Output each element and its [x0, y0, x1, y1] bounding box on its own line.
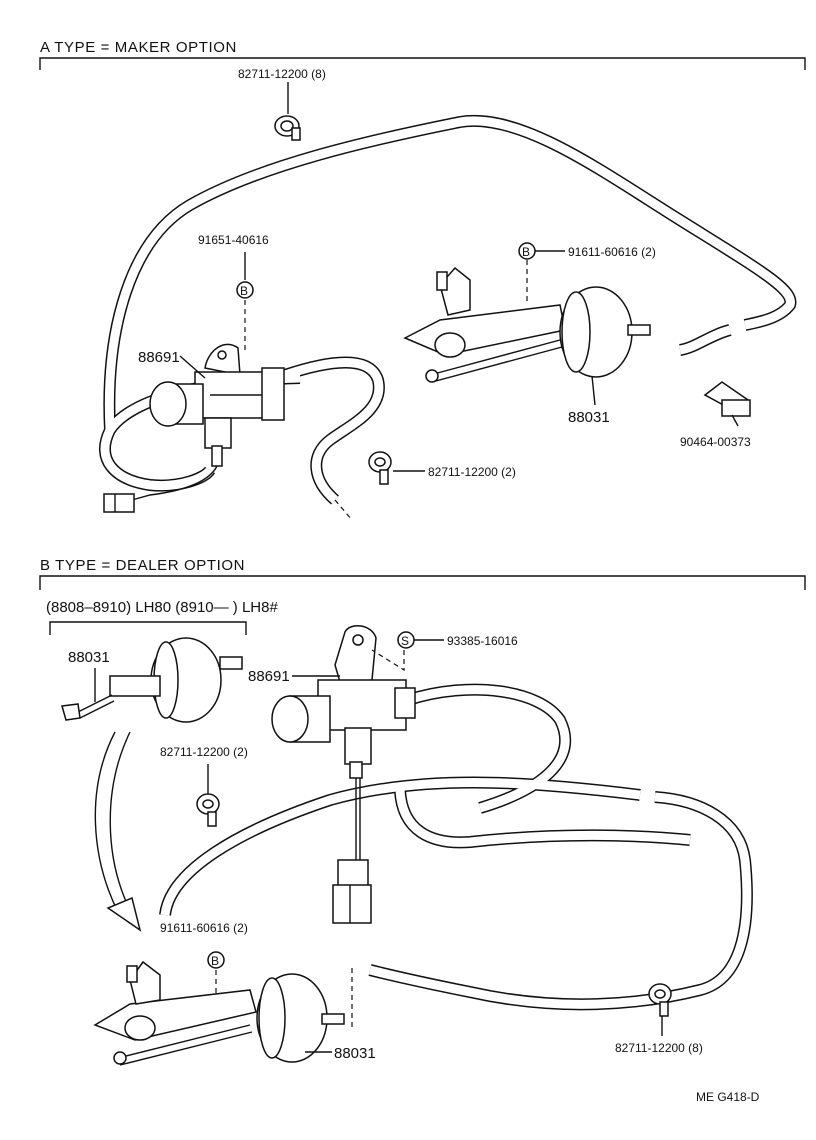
applicability-bracket	[49, 621, 247, 635]
part-number-clamp-lower: 82711-12200 (8)	[615, 1041, 703, 1055]
screw-marker-letter: S	[401, 634, 409, 648]
section-b-bracket	[39, 575, 806, 590]
part-number-bolt-right: 91611-60616 (2)	[568, 245, 656, 259]
bolt-marker-icon	[207, 951, 225, 969]
vsv-valve-icon	[103, 343, 285, 513]
part-number-hose-joint: 90464-00373	[680, 435, 751, 449]
vsv-valve-icon	[271, 625, 416, 924]
bolt-marker-letter: B	[211, 954, 219, 968]
part-number-screw: 93385-16016	[447, 634, 518, 648]
arrow-down-icon	[94, 731, 142, 932]
part-number-vsv-b: 88691	[248, 668, 290, 685]
part-number-clamp-mid: 82711-12200 (2)	[428, 465, 516, 479]
hose-joint-icon	[703, 381, 751, 427]
clamp-icon	[196, 793, 220, 827]
vacuum-actuator-icon	[61, 637, 243, 723]
section-a-bracket	[39, 57, 806, 70]
part-number-clamp-upper: 82711-12200 (2)	[160, 745, 248, 759]
diagram-code: ME G418-D	[696, 1090, 760, 1104]
bolt-marker-letter: B	[240, 284, 248, 298]
section-b-vacuum-hose	[159, 683, 753, 1011]
vacuum-actuator-icon	[93, 960, 345, 1066]
bolt-marker-icon	[236, 281, 254, 299]
part-number-vsv: 88691	[138, 349, 180, 366]
vacuum-actuator-icon	[403, 266, 651, 383]
bolt-marker-letter: B	[522, 245, 530, 259]
part-number-bolt: 91611-60616 (2)	[160, 921, 248, 935]
clamp-icon	[274, 115, 301, 141]
section-b-title: B TYPE = DEALER OPTION	[40, 557, 245, 574]
clamp-icon	[368, 451, 392, 485]
part-number-actuator-bottom: 88031	[334, 1045, 376, 1062]
part-number-actuator-top: 88031	[68, 649, 110, 666]
leader-dash	[371, 649, 405, 672]
leader-line	[179, 355, 206, 379]
applicability-label: (8808–8910) LH80 (8910— ) LH8#	[46, 599, 278, 616]
clamp-icon	[648, 983, 672, 1017]
section-a-title: A TYPE = MAKER OPTION	[40, 39, 237, 56]
leader-line	[591, 375, 596, 406]
part-number-bolt-left: 91651-40616	[198, 233, 269, 247]
part-number-actuator: 88031	[568, 409, 610, 426]
part-number-clamp-top: 82711-12200 (8)	[238, 67, 326, 81]
